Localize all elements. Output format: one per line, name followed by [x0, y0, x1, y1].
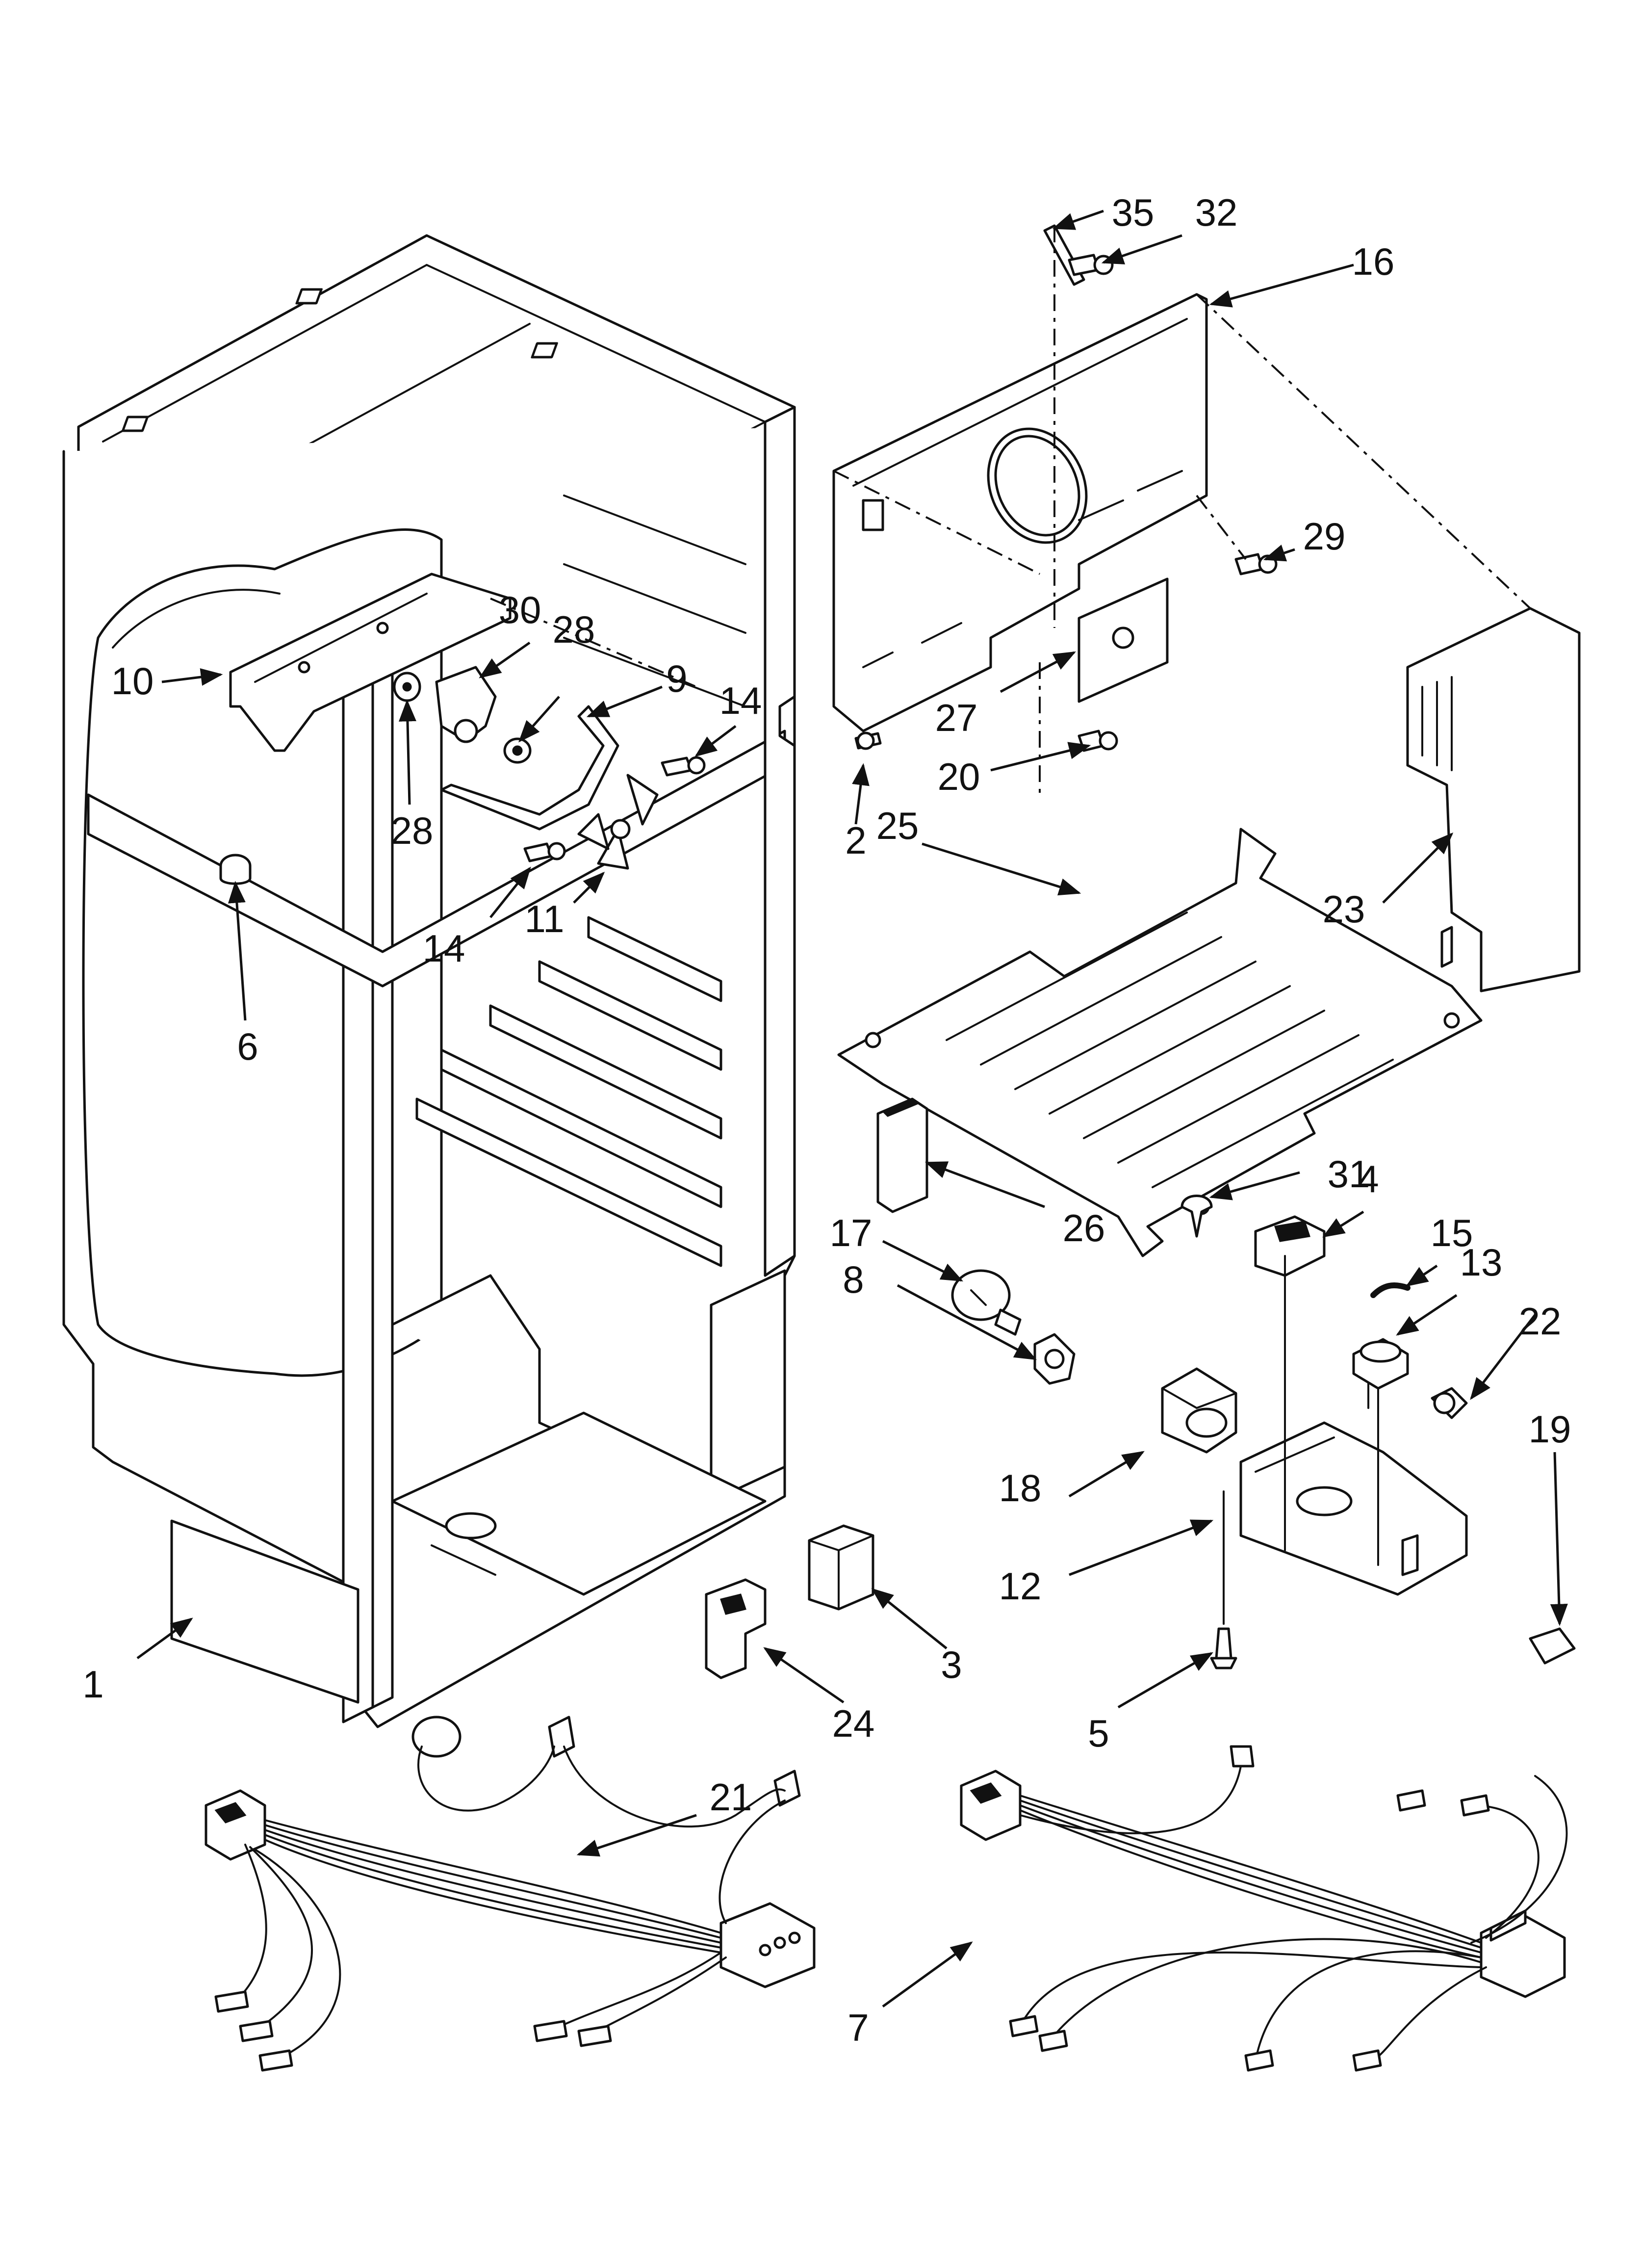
callout-23: 23	[1323, 887, 1365, 931]
callout-21: 21	[710, 1775, 752, 1819]
part-2-screw	[854, 731, 882, 750]
part-32-screw	[1068, 254, 1114, 276]
callout-12: 12	[999, 1564, 1042, 1608]
part-7-wire-harness	[960, 1745, 1568, 2072]
part-22-knob	[1431, 1387, 1468, 1419]
shelf-ribs	[415, 916, 722, 1267]
callout-13: 13	[1460, 1241, 1503, 1284]
callout-22: 22	[1519, 1300, 1562, 1343]
part-15-tube	[1370, 1282, 1411, 1298]
part-18-light-shield	[1161, 1367, 1237, 1454]
part-17-bulb	[951, 1269, 1022, 1336]
callout-labels: 1 2 3 4 5 6 7 8 9 10 11 12 13 14 14 15 1…	[82, 191, 1571, 2049]
callout-30: 30	[499, 588, 541, 631]
callout-18: 18	[999, 1466, 1042, 1510]
callout-11: 11	[525, 897, 564, 940]
part-12-housing	[1239, 1255, 1468, 1596]
part-4-housing	[1254, 1215, 1326, 1277]
part-5-screw	[1210, 1490, 1237, 1669]
callout-26: 26	[1063, 1206, 1105, 1250]
callout-15: 15	[1431, 1211, 1473, 1254]
callout-3: 3	[941, 1643, 962, 1686]
callout-17: 17	[830, 1211, 872, 1254]
callout-9: 9	[666, 657, 687, 700]
callout-6: 6	[237, 1025, 258, 1068]
part-8-socket	[1033, 1333, 1076, 1385]
callout-5: 5	[1088, 1712, 1109, 1755]
callout-29: 29	[1303, 515, 1346, 558]
leader-arrows	[136, 209, 1568, 2008]
callout-35: 35	[1112, 191, 1155, 234]
callout-10: 10	[111, 659, 154, 703]
part-9-fan-bracket	[440, 705, 619, 831]
part-13-thermostat	[1352, 1338, 1409, 1409]
callout-28a: 28	[391, 809, 434, 852]
callout-14b: 14	[423, 927, 465, 970]
callout-1: 1	[82, 1663, 103, 1706]
part-30-control	[435, 666, 497, 743]
part-10-bracket	[229, 573, 512, 752]
callout-8: 8	[843, 1258, 864, 1301]
part-31-pin	[1180, 1195, 1213, 1238]
callout-16: 16	[1352, 240, 1395, 283]
part-25-pan	[837, 828, 1483, 1257]
part-16-evaporator-cover	[832, 293, 1208, 732]
part-14-screws	[523, 756, 706, 862]
callout-2: 2	[845, 819, 866, 862]
callout-27: 27	[935, 696, 978, 739]
callout-31: 31	[1328, 1152, 1370, 1196]
part-23-duct-cover	[1406, 607, 1581, 992]
part-35-clip	[1043, 224, 1085, 286]
part-11-fan-blade	[577, 774, 659, 870]
part-19-clip	[1529, 1627, 1576, 1665]
part-24-overload	[705, 1578, 767, 1679]
callout-7: 7	[847, 2006, 869, 2049]
callout-32: 32	[1195, 191, 1238, 234]
callout-25: 25	[876, 804, 919, 847]
callout-19: 19	[1529, 1408, 1571, 1451]
part-26-switch	[876, 1097, 928, 1213]
part-6-plug	[219, 854, 252, 885]
callout-28b: 28	[553, 608, 595, 651]
part-3-relay	[808, 1524, 874, 1611]
callout-20: 20	[938, 755, 980, 798]
callout-4: 4	[1358, 1157, 1379, 1200]
callout-14a: 14	[719, 679, 762, 722]
cabinet-liner	[62, 234, 796, 1728]
part-21-wire-harness	[205, 1716, 816, 2072]
callout-24: 24	[832, 1702, 875, 1745]
part-20-screw	[1078, 730, 1118, 752]
